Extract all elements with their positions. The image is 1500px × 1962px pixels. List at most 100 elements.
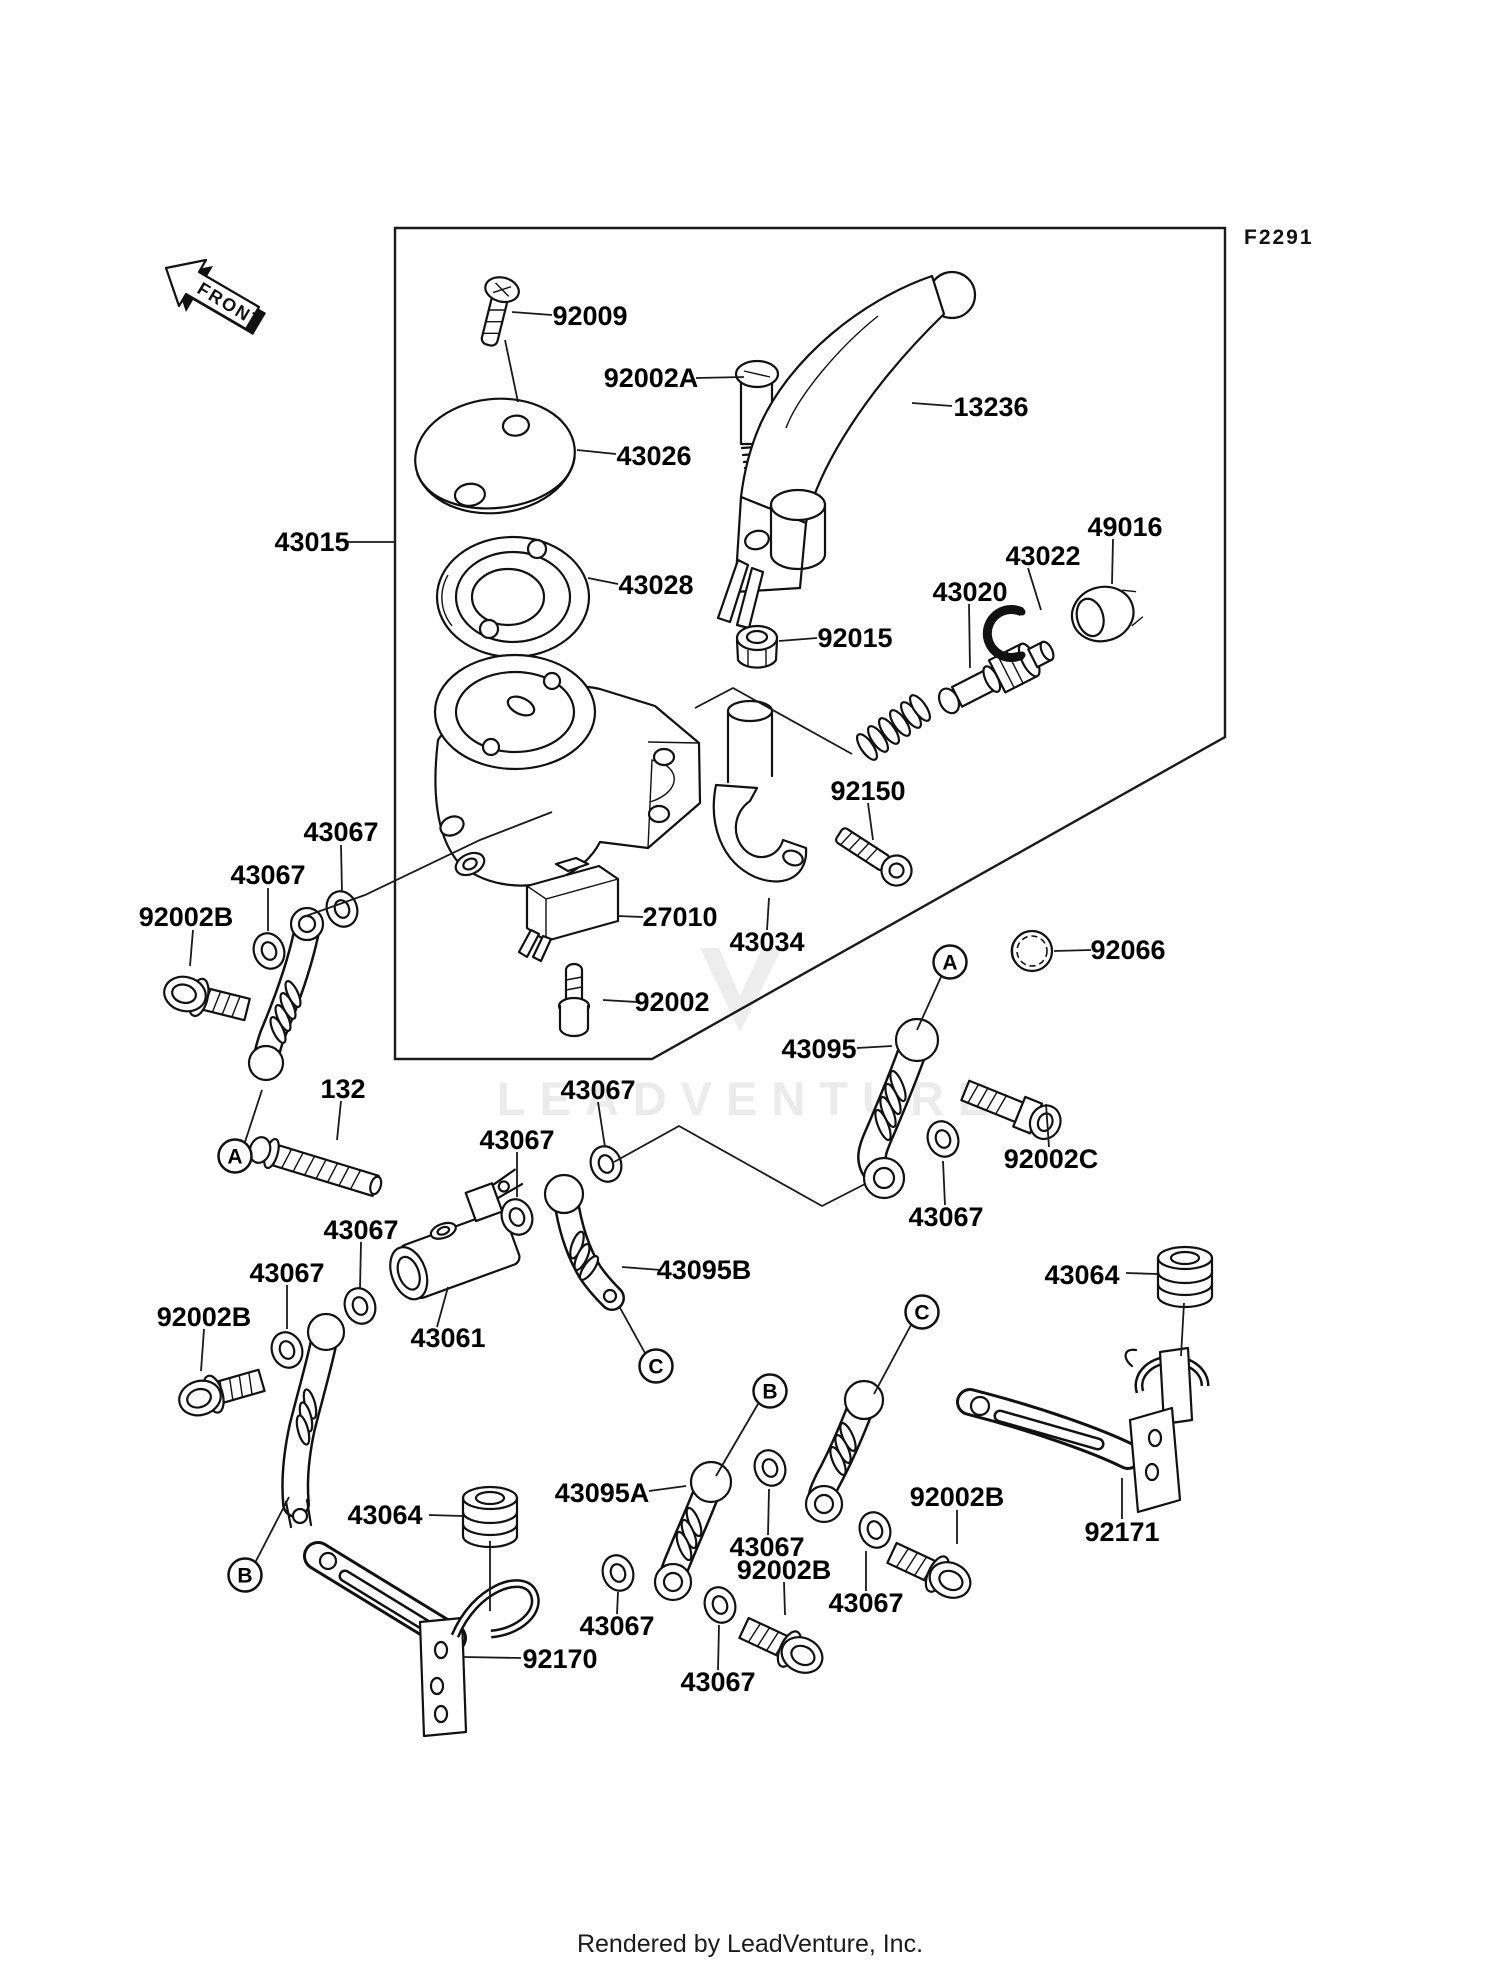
part-label-92002B: 92002B (157, 1302, 252, 1332)
part-label-27010: 27010 (642, 902, 717, 932)
part-brake-switch-27010 (517, 856, 620, 963)
part-piston-assembly-43020 (937, 640, 1055, 715)
part-label-92009: 92009 (552, 301, 627, 331)
part-bleeder-valve-92002C (960, 1079, 1062, 1141)
part-label-49016: 49016 (1087, 512, 1162, 542)
connector-circle-B: B (752, 1373, 788, 1409)
leader-line (436, 1286, 449, 1328)
leader-line (766, 897, 770, 931)
connector-circle-C: C (638, 1348, 674, 1384)
part-washer-43067 (270, 1331, 304, 1369)
part-label-43067: 43067 (729, 1532, 804, 1562)
leader-line (189, 929, 194, 967)
part-label-92171: 92171 (1084, 1517, 1159, 1547)
part-label-43034: 43034 (729, 927, 804, 957)
part-label-92002B: 92002B (139, 902, 234, 932)
leader-line (916, 976, 942, 1031)
leader-line (602, 999, 638, 1003)
part-banjo-bolt-92002B-bottom-right (886, 1541, 972, 1599)
part-label-43064: 43064 (347, 1500, 422, 1530)
connector-circle-B: B (227, 1557, 263, 1593)
part-clamp-screw-92150 (835, 827, 913, 887)
part-diaphragm-plate-43028 (435, 535, 591, 659)
part-label-43095: 43095 (781, 1034, 856, 1064)
leader-line (305, 811, 553, 917)
leader-line (767, 1488, 770, 1536)
connector-letter: C (914, 1302, 929, 1325)
part-label-43095A: 43095A (555, 1478, 650, 1508)
part-brake-hose-43095B (543, 1173, 625, 1311)
part-label-43067: 43067 (249, 1258, 324, 1288)
part-label-43067: 43067 (680, 1667, 755, 1697)
part-washer-43067 (926, 1120, 960, 1158)
part-label-92002A: 92002A (604, 363, 699, 393)
part-washer-43067 (601, 1554, 635, 1592)
part-switch-screw-92002 (557, 962, 591, 1038)
connector-letter: C (648, 1356, 663, 1379)
part-cap-screw-92009 (480, 276, 520, 347)
leader-line (616, 1591, 619, 1615)
leader-line (1053, 949, 1092, 952)
part-label-13236: 13236 (953, 392, 1028, 422)
part-banjo-bolt-92002B-lower-left (178, 1368, 266, 1417)
leader-line (778, 637, 818, 642)
part-banjo-bolt-92002B-bottom-middle (738, 1616, 824, 1674)
connector-letter: B (237, 1565, 252, 1588)
part-bolt-132 (248, 1136, 383, 1197)
connector-ring (227, 1557, 263, 1593)
part-label-43067: 43067 (560, 1075, 635, 1105)
leader-line (336, 1100, 342, 1141)
front-direction-arrow: FRONT (164, 258, 266, 335)
part-grommet-43064-left (461, 1485, 519, 1549)
leader-line (942, 1160, 946, 1206)
part-label-92066: 92066 (1090, 935, 1165, 965)
leader-line (428, 1514, 463, 1517)
leader-line (873, 1324, 912, 1395)
part-label-43095B: 43095B (657, 1255, 752, 1285)
connector-circle-C: C (904, 1294, 940, 1330)
part-label-92170: 92170 (522, 1644, 597, 1674)
leader-line (587, 577, 619, 585)
figure-code: F2291 (1244, 226, 1314, 249)
part-label-43067: 43067 (479, 1125, 554, 1155)
part-piston-spring (855, 694, 932, 761)
part-brake-hose-43095A (653, 1460, 733, 1602)
part-three-way-junction-43061 (389, 1168, 524, 1301)
part-label-43026: 43026 (616, 441, 691, 471)
connector-ring (904, 1294, 940, 1330)
part-label-92015: 92015 (817, 623, 892, 653)
connector-ring (752, 1373, 788, 1409)
connector-letter: A (227, 1146, 242, 1169)
leader-line (648, 1485, 687, 1492)
part-label-43020: 43020 (932, 577, 1007, 607)
part-brake-hose-43095 (857, 1017, 940, 1200)
part-clamp-holder-43034 (712, 699, 808, 883)
leader-line (359, 1241, 362, 1290)
part-circlip-43022 (982, 605, 1026, 662)
part-label-92002C: 92002C (1004, 1144, 1099, 1174)
part-washer-43067 (589, 1145, 623, 1183)
part-washer-43067 (252, 932, 286, 970)
connector-ring (932, 944, 968, 980)
part-label-43028: 43028 (618, 570, 693, 600)
leader-line (1180, 1302, 1185, 1357)
part-label-43015: 43015 (274, 527, 349, 557)
connector-ring (217, 1138, 253, 1174)
part-dust-boot-49016 (1070, 585, 1144, 643)
part-banjo-bolt-92002B-upper-left (163, 975, 251, 1022)
part-brake-hose-A-upper (247, 906, 325, 1082)
leader-line (694, 686, 853, 755)
part-label-43067: 43067 (908, 1202, 983, 1232)
leader-line (968, 603, 971, 669)
part-label-43064: 43064 (1044, 1260, 1119, 1290)
part-label-43067: 43067 (828, 1588, 903, 1618)
part-washer-43067 (703, 1586, 737, 1624)
part-brake-hose-C-right (804, 1379, 885, 1524)
part-master-cylinder-body-43015 (433, 653, 702, 887)
part-label-43067: 43067 (230, 860, 305, 890)
leader-line (200, 1328, 205, 1372)
part-washer-43067 (500, 1198, 534, 1236)
part-washer-43067 (753, 1449, 787, 1487)
